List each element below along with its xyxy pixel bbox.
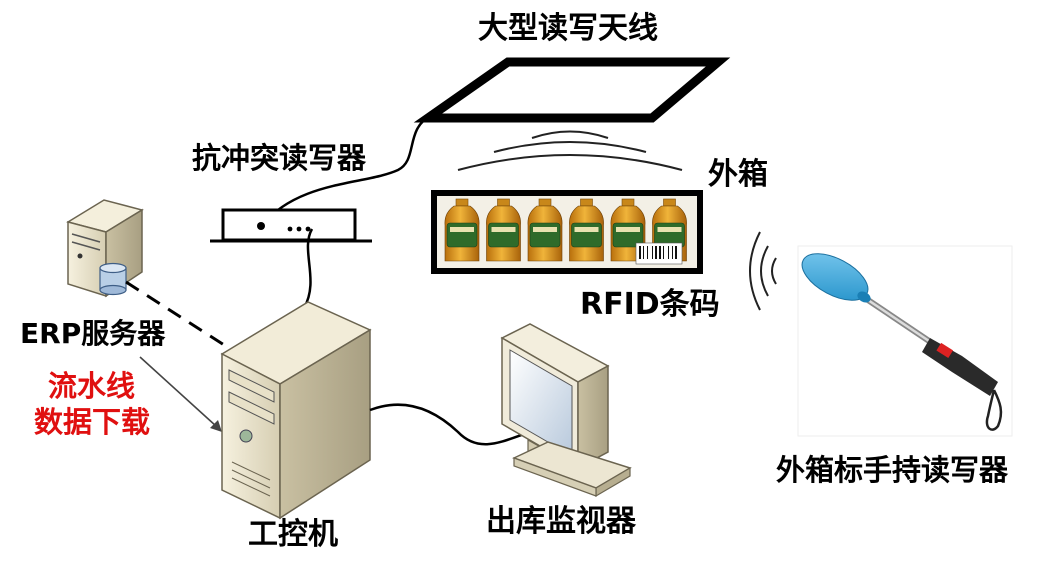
ipc-tower [220, 301, 372, 520]
honey-bottle [444, 198, 480, 262]
antenna-label: 大型读写天线 [478, 11, 658, 46]
rfid-barcode-label: RFID条码 [580, 287, 720, 322]
antenna-waves [457, 130, 683, 171]
cable-antenna-reader [261, 114, 431, 226]
reader-label: 抗冲突读写器 [192, 141, 367, 175]
handheld-label: 外箱标手持读写器 [776, 453, 1009, 487]
ipc-label: 工控机 [248, 517, 338, 552]
database-icon [99, 262, 127, 296]
erp-server-label: ERP服务器 [20, 317, 166, 350]
monitor-label: 出库监视器 [486, 504, 636, 539]
handheld-waves [749, 231, 777, 311]
download-arrow [139, 356, 222, 432]
barcode [635, 242, 683, 265]
outer-box-label: 外箱 [708, 157, 768, 192]
download-label-line2: 数据下载 [34, 405, 151, 439]
cable-reader-ipc [302, 228, 314, 309]
antenna-panel [413, 57, 731, 123]
erp-server [66, 199, 144, 298]
honey-bottles [444, 198, 687, 262]
outer-box [431, 190, 703, 274]
monitor [500, 323, 632, 498]
honey-bottle [486, 198, 521, 262]
honey-bottle [527, 198, 563, 262]
cable-ipc-monitor [369, 403, 531, 446]
honey-bottle [569, 198, 604, 262]
download-label-line1: 流水线 [48, 369, 136, 403]
handheld-scanner [797, 245, 1013, 437]
reader-device [210, 208, 372, 243]
erp-dashed-link [125, 280, 233, 352]
